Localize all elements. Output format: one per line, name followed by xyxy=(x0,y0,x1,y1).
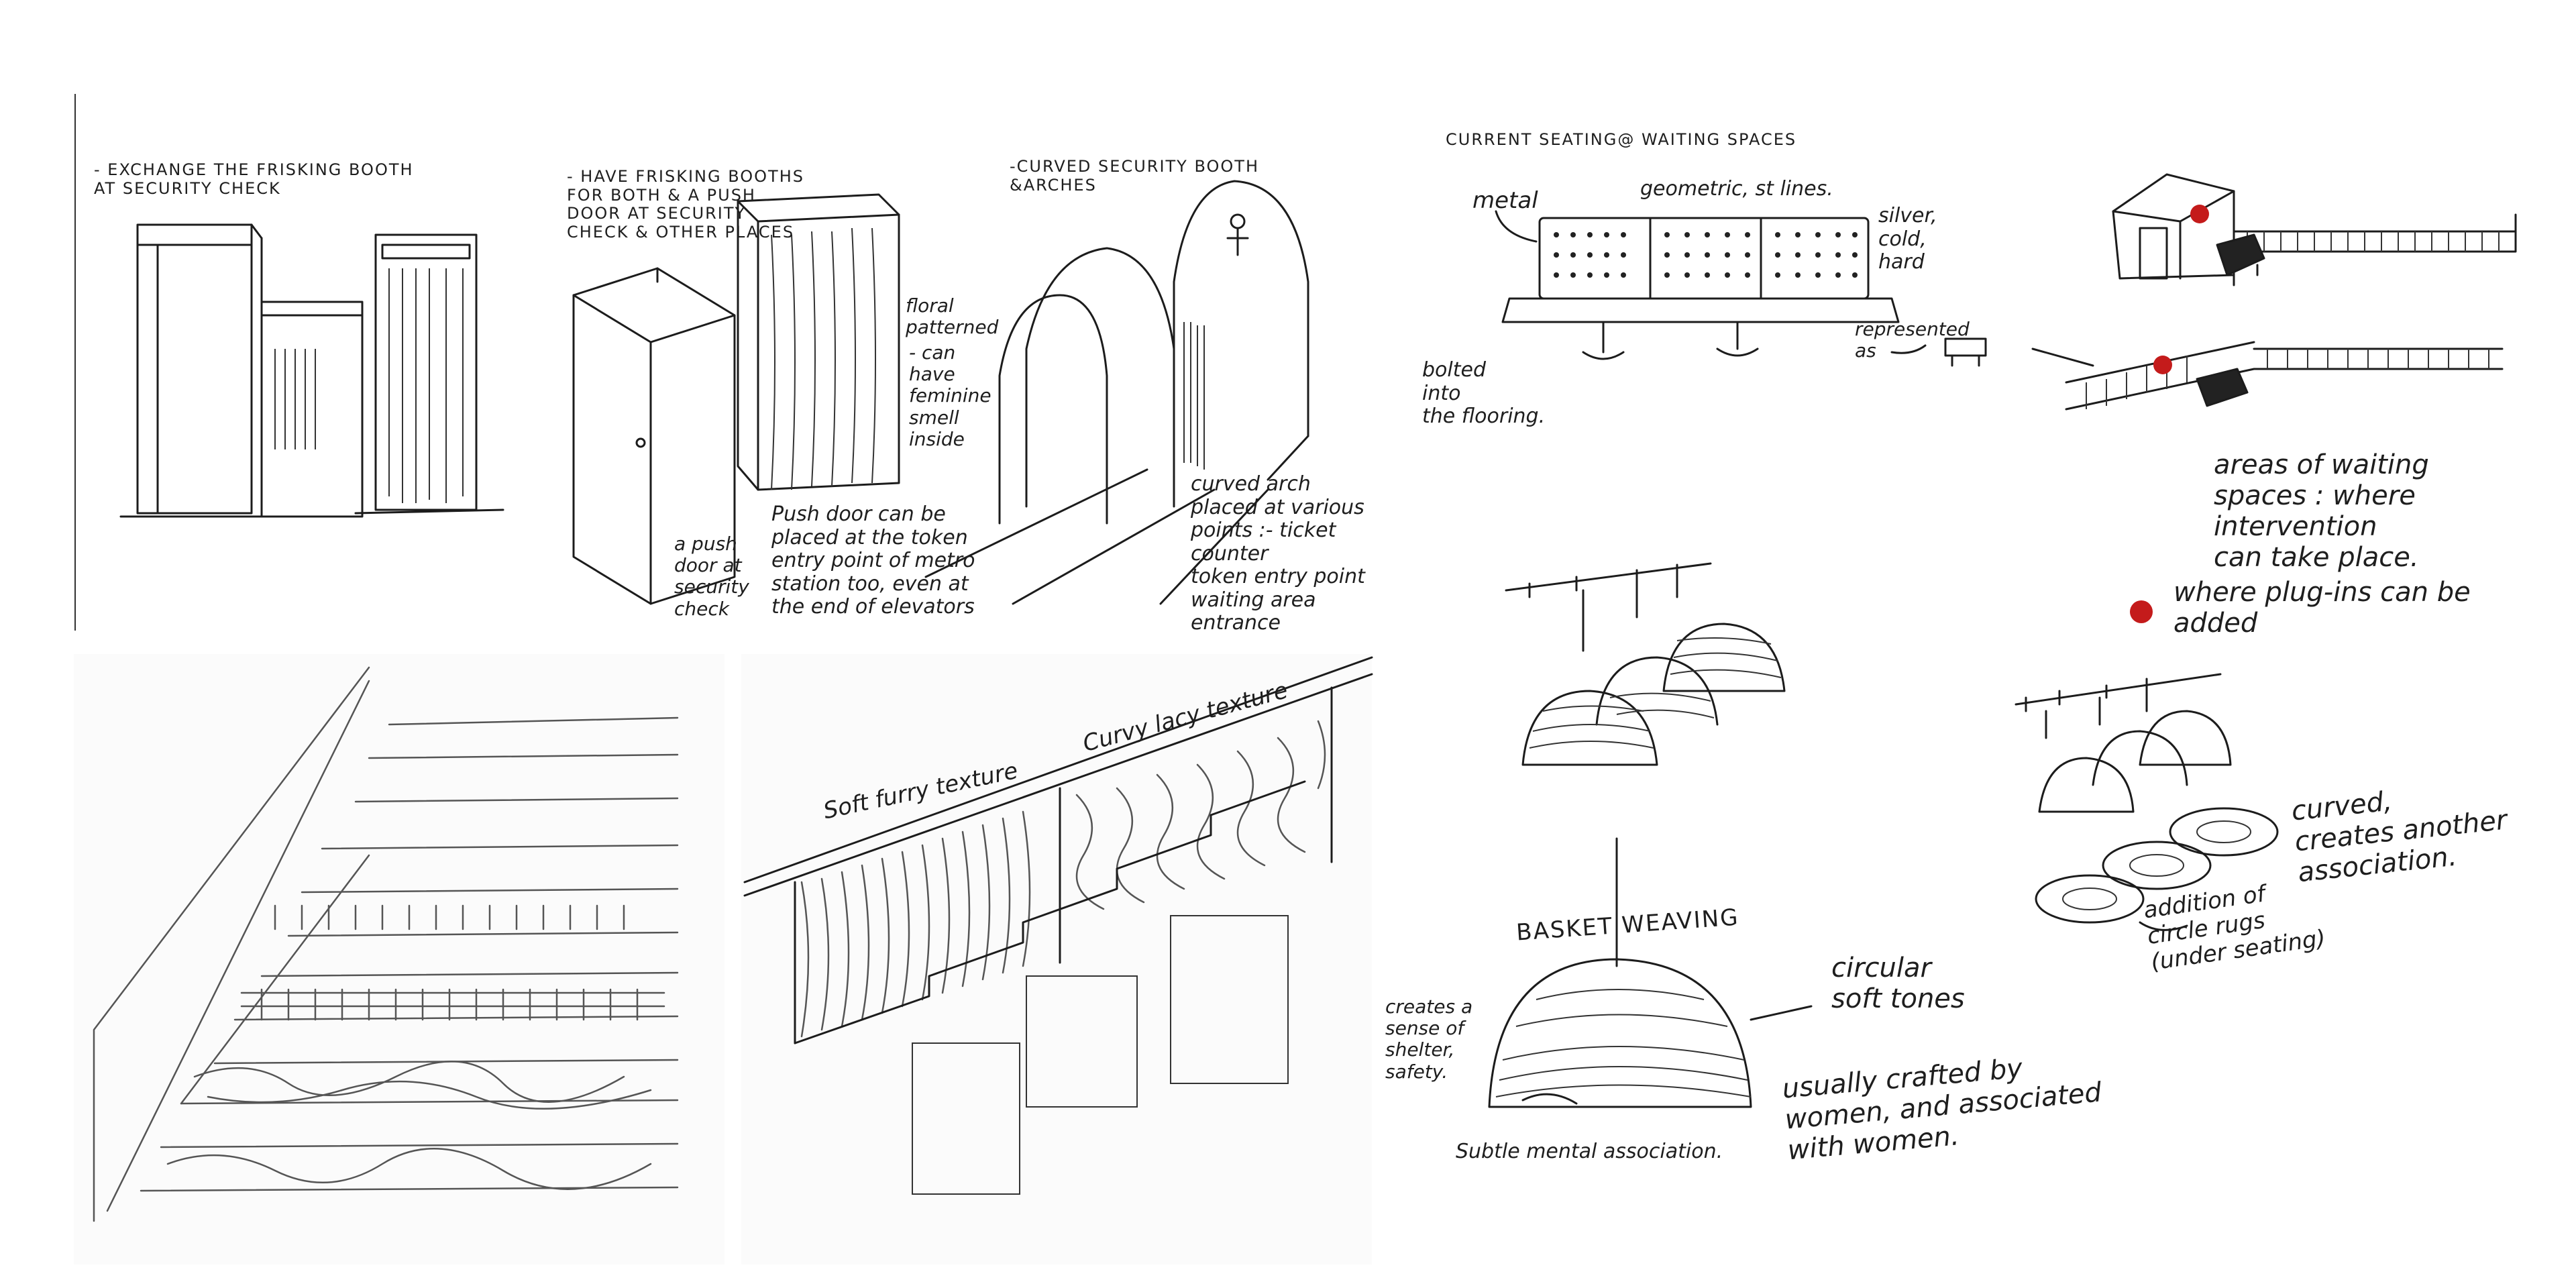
panel-frisking-booths: - EXCHANGE THE FRISKING BOOTH AT SECURIT… xyxy=(74,94,1368,635)
lamps-and-rugs-sketch xyxy=(2015,673,2279,931)
note-areas: areas of waiting spaces : where interven… xyxy=(2214,449,2429,573)
note-shelter: creates a sense of shelter, safety. xyxy=(1385,996,1473,1083)
plugin-marker xyxy=(2190,205,2209,223)
plugin-legend-dot xyxy=(2130,600,2153,623)
note-push-door: a push door at security check xyxy=(674,533,749,620)
note-silver: silver, cold, hard xyxy=(1878,204,1937,274)
pencil-staircase-sketch xyxy=(93,666,679,1222)
note-subtle: Subtle mental association. xyxy=(1456,1140,1723,1163)
note-feminine: - can have feminine smell inside xyxy=(909,341,991,450)
panel-texture-stairs xyxy=(741,654,1372,1265)
note-exchange-booth: - EXCHANGE THE FRISKING BOOTH AT SECURIT… xyxy=(94,160,414,198)
metal-bench-sketch xyxy=(1495,210,1987,367)
note-geometric: geometric, st lines. xyxy=(1640,177,1833,201)
waiting-areas-sketch xyxy=(2031,173,2517,411)
bench-perforations xyxy=(1554,232,1858,278)
note-floral: floral patterned xyxy=(906,294,999,339)
basket-weaving-sketch xyxy=(1488,837,1813,1108)
note-plugins: where plug-ins can be added xyxy=(2174,577,2471,639)
note-represented: represented as xyxy=(1855,318,1970,362)
note-push-placement: Push door can be placed at the token ent… xyxy=(771,502,975,619)
note-have-booths: - HAVE FRISKING BOOTHS FOR BOTH & A PUSH… xyxy=(567,167,804,241)
booth-sketches xyxy=(74,94,1309,631)
plugin-marker xyxy=(2153,356,2172,374)
hanging-lamps-sketch xyxy=(1505,562,1786,766)
note-metal: metal xyxy=(1472,187,1538,214)
note-circular: circular soft tones xyxy=(1831,953,1965,1014)
note-bolted: bolted into the flooring. xyxy=(1422,358,1546,428)
texture-staircase-sketch xyxy=(743,656,1373,1195)
note-curved-arch: curved arch placed at various points :- … xyxy=(1191,472,1365,635)
note-curved-booth: -CURVED SECURITY BOOTH &ARCHES xyxy=(1010,157,1259,195)
seating-title: CURRENT SEATING@ WAITING SPACES xyxy=(1446,130,1797,149)
